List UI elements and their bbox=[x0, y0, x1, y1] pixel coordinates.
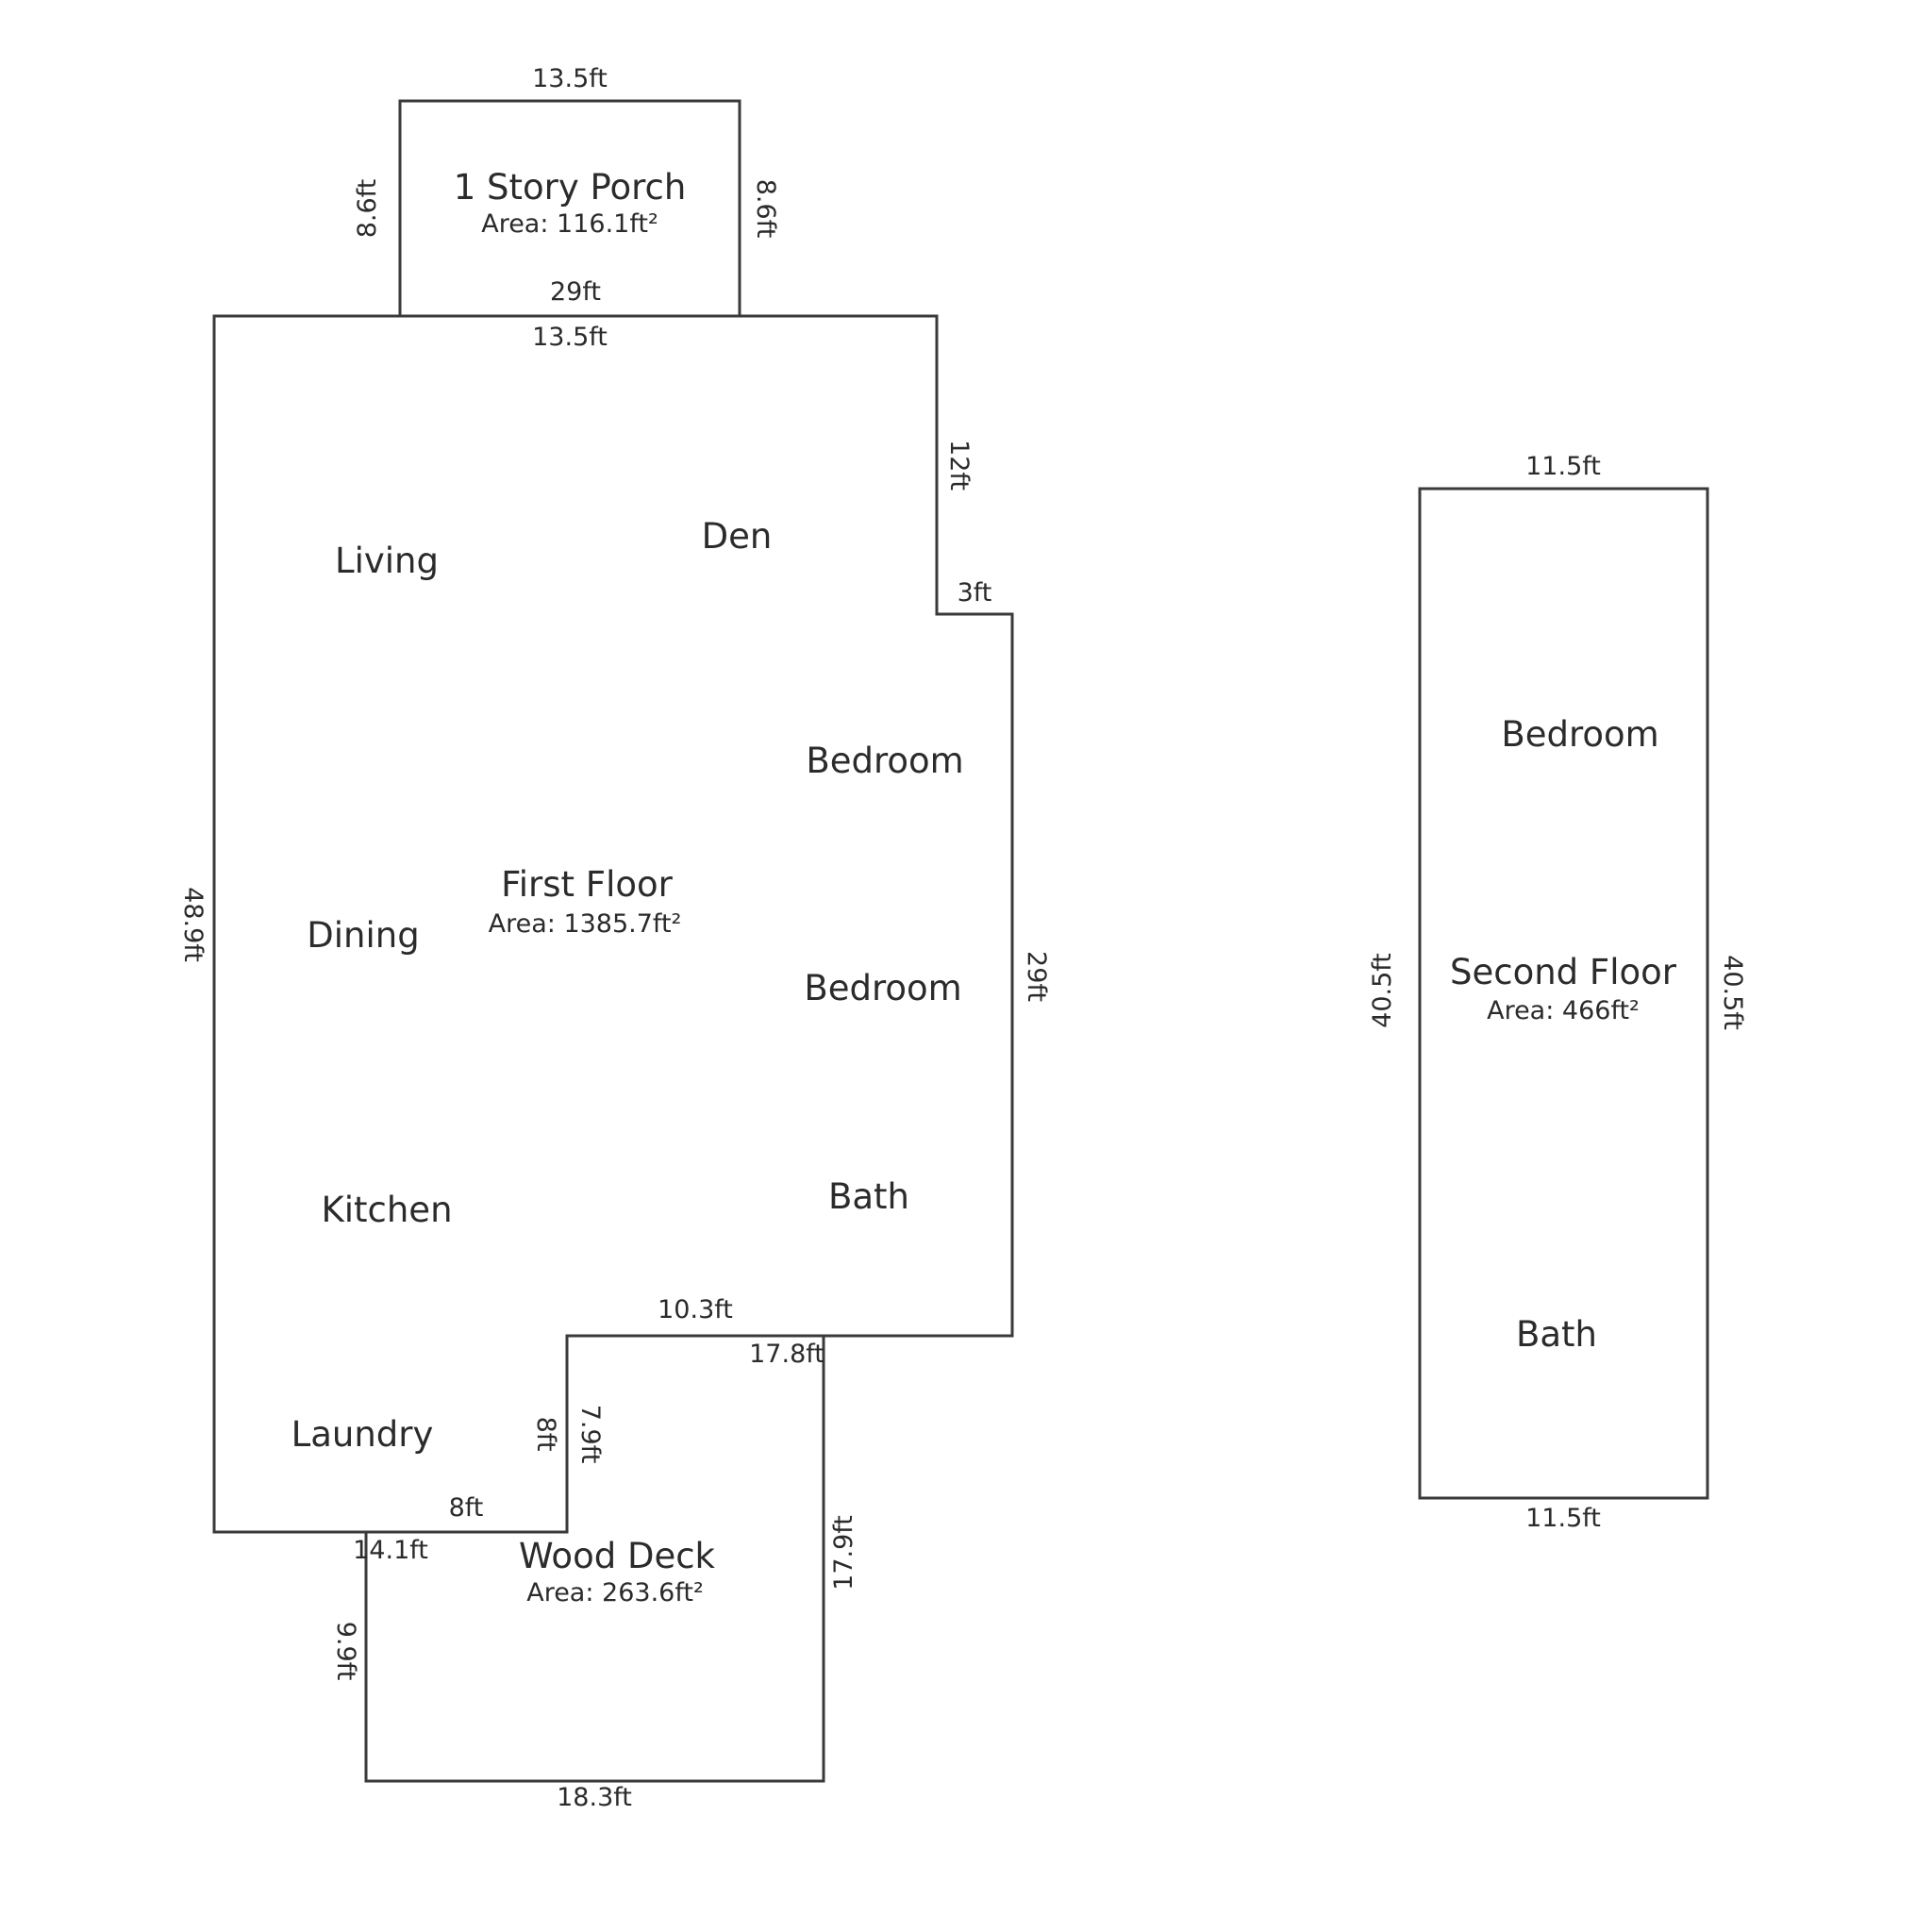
second-floor-area: Area: 466ft² bbox=[1487, 996, 1640, 1025]
wood-deck-area: Area: 263.6ft² bbox=[526, 1578, 704, 1607]
room-bath: Bath bbox=[828, 1176, 909, 1217]
room-dining: Dining bbox=[307, 915, 419, 956]
porch-dim-right: 8.6ft bbox=[751, 179, 780, 239]
wood-deck-title: Wood Deck bbox=[519, 1536, 716, 1576]
first-floor-area: Area: 1385.7ft² bbox=[489, 909, 682, 939]
second-floor-dim-top: 11.5ft bbox=[1525, 452, 1601, 481]
wood-deck-dim-right: 17.9ft bbox=[829, 1515, 858, 1591]
second-floor-dim-bottom: 11.5ft bbox=[1525, 1504, 1601, 1533]
room-second-bedroom: Bedroom bbox=[1501, 714, 1658, 755]
room-bedroom-1: Bedroom bbox=[806, 741, 963, 781]
wood-deck-group: Wood Deck Area: 263.6ft² 17.8ft 14.1ft 7… bbox=[331, 1334, 858, 1812]
wood-deck-outline bbox=[364, 1334, 825, 1783]
wood-deck-dim-bottom: 18.3ft bbox=[557, 1783, 632, 1812]
second-floor-title: Second Floor bbox=[1450, 952, 1677, 992]
first-floor-title: First Floor bbox=[501, 864, 673, 905]
first-floor-dim-left: 48.9ft bbox=[178, 887, 208, 962]
second-floor-outline bbox=[1418, 487, 1709, 1500]
porch-dim-top: 13.5ft bbox=[532, 64, 608, 93]
porch-title: 1 Story Porch bbox=[454, 167, 687, 208]
first-floor-dim-bottom-left: 8ft bbox=[449, 1493, 484, 1523]
porch-dim-bottom: 13.5ft bbox=[532, 323, 608, 352]
room-den: Den bbox=[702, 516, 773, 557]
wood-deck-dim-top-right: 17.8ft bbox=[749, 1340, 824, 1369]
porch-dim-left: 8.6ft bbox=[353, 179, 382, 239]
porch-area: Area: 116.1ft² bbox=[481, 209, 658, 239]
first-floor-dim-right-lower: 29ft bbox=[1022, 951, 1051, 1002]
room-living: Living bbox=[335, 541, 439, 581]
room-bedroom-2: Bedroom bbox=[804, 968, 961, 1008]
first-floor-dim-step: 3ft bbox=[958, 578, 992, 608]
porch-group: 1 Story Porch Area: 116.1ft² 13.5ft 8.6f… bbox=[353, 64, 780, 352]
first-floor-dim-bottom-right: 10.3ft bbox=[658, 1295, 733, 1324]
second-floor-group: Second Floor Area: 466ft² Bedroom Bath 1… bbox=[1368, 452, 1747, 1533]
second-floor-dim-right: 40.5ft bbox=[1718, 955, 1747, 1030]
first-floor-dim-top: 29ft bbox=[550, 277, 601, 307]
second-floor-dim-left: 40.5ft bbox=[1368, 953, 1397, 1028]
wood-deck-dim-left-lower: 9.9ft bbox=[331, 1622, 360, 1681]
first-floor-dim-right-upper: 12ft bbox=[944, 440, 974, 491]
room-second-bath: Bath bbox=[1516, 1314, 1597, 1355]
first-floor-dim-notch: 8ft bbox=[531, 1417, 560, 1452]
wood-deck-dim-left-upper: 7.9ft bbox=[575, 1405, 605, 1464]
wood-deck-dim-top-left: 14.1ft bbox=[353, 1536, 428, 1565]
room-laundry: Laundry bbox=[291, 1414, 434, 1455]
first-floor-group: First Floor Area: 1385.7ft² Living Den B… bbox=[178, 277, 1051, 1534]
room-kitchen: Kitchen bbox=[321, 1190, 452, 1230]
